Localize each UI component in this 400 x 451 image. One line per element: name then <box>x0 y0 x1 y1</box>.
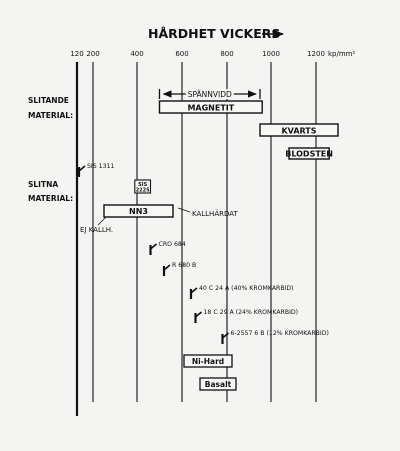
marker-sis-1311-flag <box>78 165 86 172</box>
cold-hardened-label: KALLHÄRDAT <box>192 209 238 218</box>
marker-18-c-29-a-24-kromkarbid-flag <box>194 311 203 318</box>
box-basalt <box>199 377 237 391</box>
marker-cro-684-label: CRO 684 <box>159 241 186 248</box>
range-bar-nn3 <box>103 204 174 218</box>
marker-18-c-29-a-24-kromkarbid-label: 18 C 29 A (24% KROMKARBID) <box>204 309 299 316</box>
marker-r-680-b-label: R 680 B <box>172 262 196 269</box>
marker-40-c-24-a-40-kromkarbid-flag <box>190 287 198 294</box>
tick-label-600: 600 <box>175 50 188 58</box>
marker-6-2557-6-b-12-kromkarbid-flag <box>221 332 230 339</box>
tick-label-200: 200 <box>86 50 99 58</box>
wearing-materials-label: SLITANDE MATERIAL: <box>28 96 73 120</box>
span-label-bg <box>185 89 234 99</box>
gridlines <box>75 62 317 416</box>
box-ni-hard <box>183 354 233 368</box>
box-label-basalt: Basalt <box>205 380 232 389</box>
abrasive-bar-magnetit <box>158 100 263 114</box>
abrasive-bars: MAGNETIT KVARTS BLODSTEN <box>158 100 339 160</box>
range-label-nn3: NN3 <box>129 207 148 216</box>
unit-label: kp/mm² <box>328 50 355 58</box>
tick-label-1000: 1000 <box>262 50 280 58</box>
abrasive-label-blodsten: BLODSTEN <box>285 150 333 159</box>
not-cold-hardened-pointer <box>97 216 107 226</box>
worn-materials-label: SLITNA MATERIAL: <box>28 180 73 203</box>
abrasive-label-magnetit: MAGNETIT <box>187 104 234 113</box>
range-label-sis-2225-2: 2225 <box>136 188 150 194</box>
cold-hardened-pointer <box>177 207 191 213</box>
span-indicator: SPÄNNVIDD <box>158 89 261 99</box>
tick-label-120: 120 <box>70 50 83 58</box>
marker-6-2557-6-b-12-kromkarbid-label: 6-2557 6 B (12% KROMKARBID) <box>231 330 329 337</box>
tick-label-400: 400 <box>130 50 143 58</box>
range-bar-sis-2225 <box>134 179 152 194</box>
marker-cro-684-flag <box>149 243 158 250</box>
tick-label-1200: 1200 <box>307 50 325 58</box>
marker-r-680-b-flag <box>163 264 171 271</box>
marker-sis-1311-label: SIS 1311 <box>87 163 114 170</box>
tick-label-800: 800 <box>220 50 233 58</box>
span-label: SPÄNNVIDD <box>188 90 232 99</box>
marker-40-c-24-a-40-kromkarbid-label: 40 C 24 A (40% KROMKARBID) <box>199 285 294 292</box>
abrasive-bar-blodsten <box>288 147 330 160</box>
range-label-sis-2225-1: SIS <box>138 182 147 188</box>
not-cold-hardened-label: EJ KALLH. <box>80 226 113 234</box>
chart-title: HÅRDHET VICKERS <box>148 26 280 41</box>
abrasive-label-kvarts: KVARTS <box>281 127 316 136</box>
box-label-ni-hard: Ni-Hard <box>192 357 224 366</box>
abrasive-bar-kvarts <box>259 123 339 137</box>
